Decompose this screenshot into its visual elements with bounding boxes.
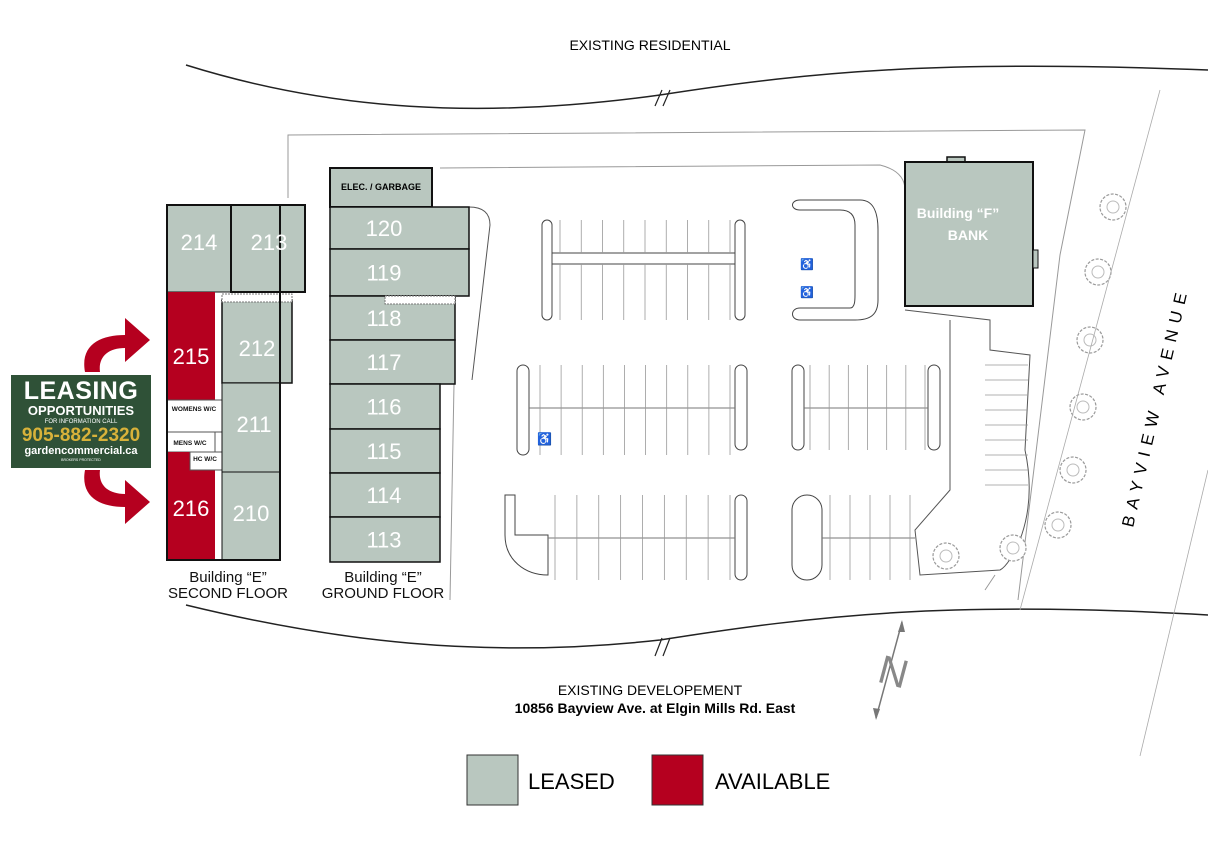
drive-aisle [439, 164, 906, 191]
accessible-parking-icon: ♿ [800, 258, 814, 271]
elec-garbage-room [329, 167, 433, 208]
unit-215-label: 215 [173, 344, 210, 369]
unit-118-label: 118 [366, 306, 401, 331]
stairs [384, 295, 456, 305]
accessible-parking-icon: ♿ [537, 432, 552, 446]
tree-icon [932, 542, 960, 570]
tree-icon [1069, 393, 1097, 421]
unit-120[interactable] [329, 206, 470, 250]
unit-215[interactable] [167, 292, 215, 400]
hc-wc-label: HC W/C [193, 456, 217, 463]
womens-wc-label: WOMENS W/C [172, 406, 217, 413]
unit-116[interactable] [329, 383, 441, 430]
sign-info-call: FOR INFORMATION CALL [44, 419, 118, 425]
legend-available-swatch [651, 754, 704, 806]
north-boundary-label: EXISTING RESIDENTIAL [569, 37, 730, 53]
accessible-parking-icon: ♿ [800, 286, 814, 299]
leasing-sign[interactable]: LEASING OPPORTUNITIES FOR INFORMATION CA… [11, 375, 151, 468]
sign-website[interactable]: gardencommercial.ca [24, 445, 138, 457]
unit-114[interactable] [329, 472, 441, 518]
legend-leased-swatch [466, 754, 519, 806]
elec-garbage-label: ELEC. / GARBAGE [341, 182, 421, 192]
south-boundary-line [185, 604, 1208, 649]
unit-117-label: 117 [366, 350, 401, 375]
unit-113-label: 113 [366, 528, 401, 553]
unit-113[interactable] [329, 516, 441, 563]
curb-line [468, 206, 1031, 576]
north-arrow-icon: N [873, 620, 913, 720]
building-f-bank[interactable]: Building “F” BANK [904, 156, 1039, 307]
building-e-second-floor-caption: SECOND FLOOR [168, 585, 288, 602]
unit-212-label: 212 [239, 336, 276, 361]
unit-214[interactable] [166, 204, 232, 293]
unit-114-label: 114 [366, 483, 401, 508]
building-e-ground-floor: ELEC. / GARBAGE 120 119 118 117 116 115 114 113… [322, 167, 470, 602]
building-e-ground-floor-caption: GROUND FLOOR [322, 585, 445, 602]
unit-214-label: 214 [181, 230, 218, 255]
unit-216-label: 216 [173, 496, 210, 521]
sign-title: LEASING [23, 377, 139, 405]
bank-label: BANK [948, 227, 988, 243]
break-mark-south [654, 637, 671, 657]
unit-119-label: 119 [366, 261, 401, 286]
sign-phone[interactable]: 905-882-2320 [21, 425, 141, 446]
tree-icon [999, 534, 1027, 562]
building-e-second-floor: 214 213 215 212 211 216 210 WOMENS W/C M… [166, 204, 306, 602]
tree-icon [1059, 456, 1087, 484]
unit-211-label: 211 [236, 412, 271, 437]
tree-icon [1076, 326, 1104, 354]
north-boundary-line [185, 64, 1208, 110]
tree-icon [1099, 193, 1127, 221]
street-label: BAYVIEW AVENUE [1118, 284, 1192, 529]
unit-115-label: 115 [366, 439, 401, 464]
building-e-second-caption: Building “E” [189, 569, 267, 586]
tree-icon [1044, 511, 1072, 539]
break-mark-north [654, 89, 671, 107]
parking-stalls [539, 220, 1028, 580]
unit-213-label: 213 [251, 230, 288, 255]
building-e-ground-caption: Building “E” [344, 569, 422, 586]
unit-210[interactable] [221, 471, 281, 561]
womens-wc [166, 399, 223, 433]
address-label: 10856 Bayview Ave. at Elgin Mills Rd. Ea… [515, 700, 796, 716]
tree-icon [1084, 258, 1112, 286]
stairs [221, 293, 293, 303]
unit-210-label: 210 [233, 501, 270, 526]
sign-subtitle: OPPORTUNITIES [27, 403, 135, 418]
unit-119[interactable] [329, 248, 470, 297]
arrow-icon [84, 318, 150, 524]
legend-available-label: AVAILABLE [715, 769, 830, 794]
building-f-label: Building “F” [917, 205, 999, 221]
unit-116-label: 116 [366, 395, 401, 420]
south-boundary-label: EXISTING DEVELOPEMENT [558, 682, 743, 698]
unit-120-label: 120 [366, 216, 403, 241]
legend-leased-label: LEASED [528, 769, 615, 794]
north-label: N [874, 647, 913, 697]
trees [932, 193, 1127, 570]
sign-fine-print: BROKERS PROTECTED [61, 458, 101, 462]
mens-wc-label: MENS W/C [173, 440, 207, 447]
parking-islands [504, 199, 941, 581]
